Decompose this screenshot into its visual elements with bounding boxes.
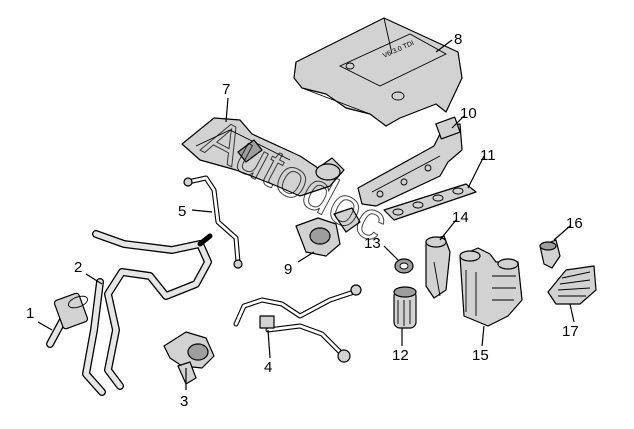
part-9-egr-valve — [295, 207, 361, 257]
part-15-oil-filter-housing — [459, 247, 523, 327]
callout-12: 12 — [392, 347, 409, 364]
callout-labels: 1 2 3 4 5 7 8 9 10 11 12 13 14 15 16 17 — [26, 31, 583, 410]
callout-9: 9 — [284, 261, 292, 278]
part-13-seal-ring — [394, 258, 414, 274]
part-6-small-pipe — [183, 175, 243, 269]
part-10-intake-manifold — [357, 116, 463, 207]
callout-8: 8 — [454, 31, 462, 48]
watermark: Autodoc — [194, 108, 397, 254]
callout-15: 15 — [472, 347, 489, 364]
part-12-filter-element — [393, 286, 417, 329]
callout-17: 17 — [562, 323, 579, 340]
callout-14: 14 — [452, 209, 469, 226]
callout-2: 2 — [74, 259, 82, 276]
callout-10: 10 — [460, 105, 477, 122]
callout-7: 7 — [222, 81, 230, 98]
callout-3: 3 — [180, 393, 188, 410]
callout-5: 5 — [178, 203, 186, 220]
callout-4: 4 — [264, 359, 272, 376]
part-7-egr-assembly — [181, 117, 345, 197]
part-2-coolant-hose — [82, 230, 213, 396]
part-8-engine-cover: V6 3.0 TDI — [293, 17, 463, 127]
callout-1: 1 — [26, 305, 34, 322]
part-11-gasket — [383, 183, 477, 221]
callout-11: 11 — [480, 147, 496, 164]
part-14-sensor — [425, 235, 451, 299]
leader-lines — [37, 39, 575, 390]
part-16-cap — [539, 239, 561, 269]
part-4-pipe-assembly — [233, 284, 362, 363]
part-3-coolant-pump — [163, 331, 215, 385]
callout-16: 16 — [566, 215, 583, 232]
part-1-filter — [46, 292, 89, 348]
callout-13: 13 — [364, 235, 381, 252]
part-17-oil-cooler — [547, 265, 597, 305]
